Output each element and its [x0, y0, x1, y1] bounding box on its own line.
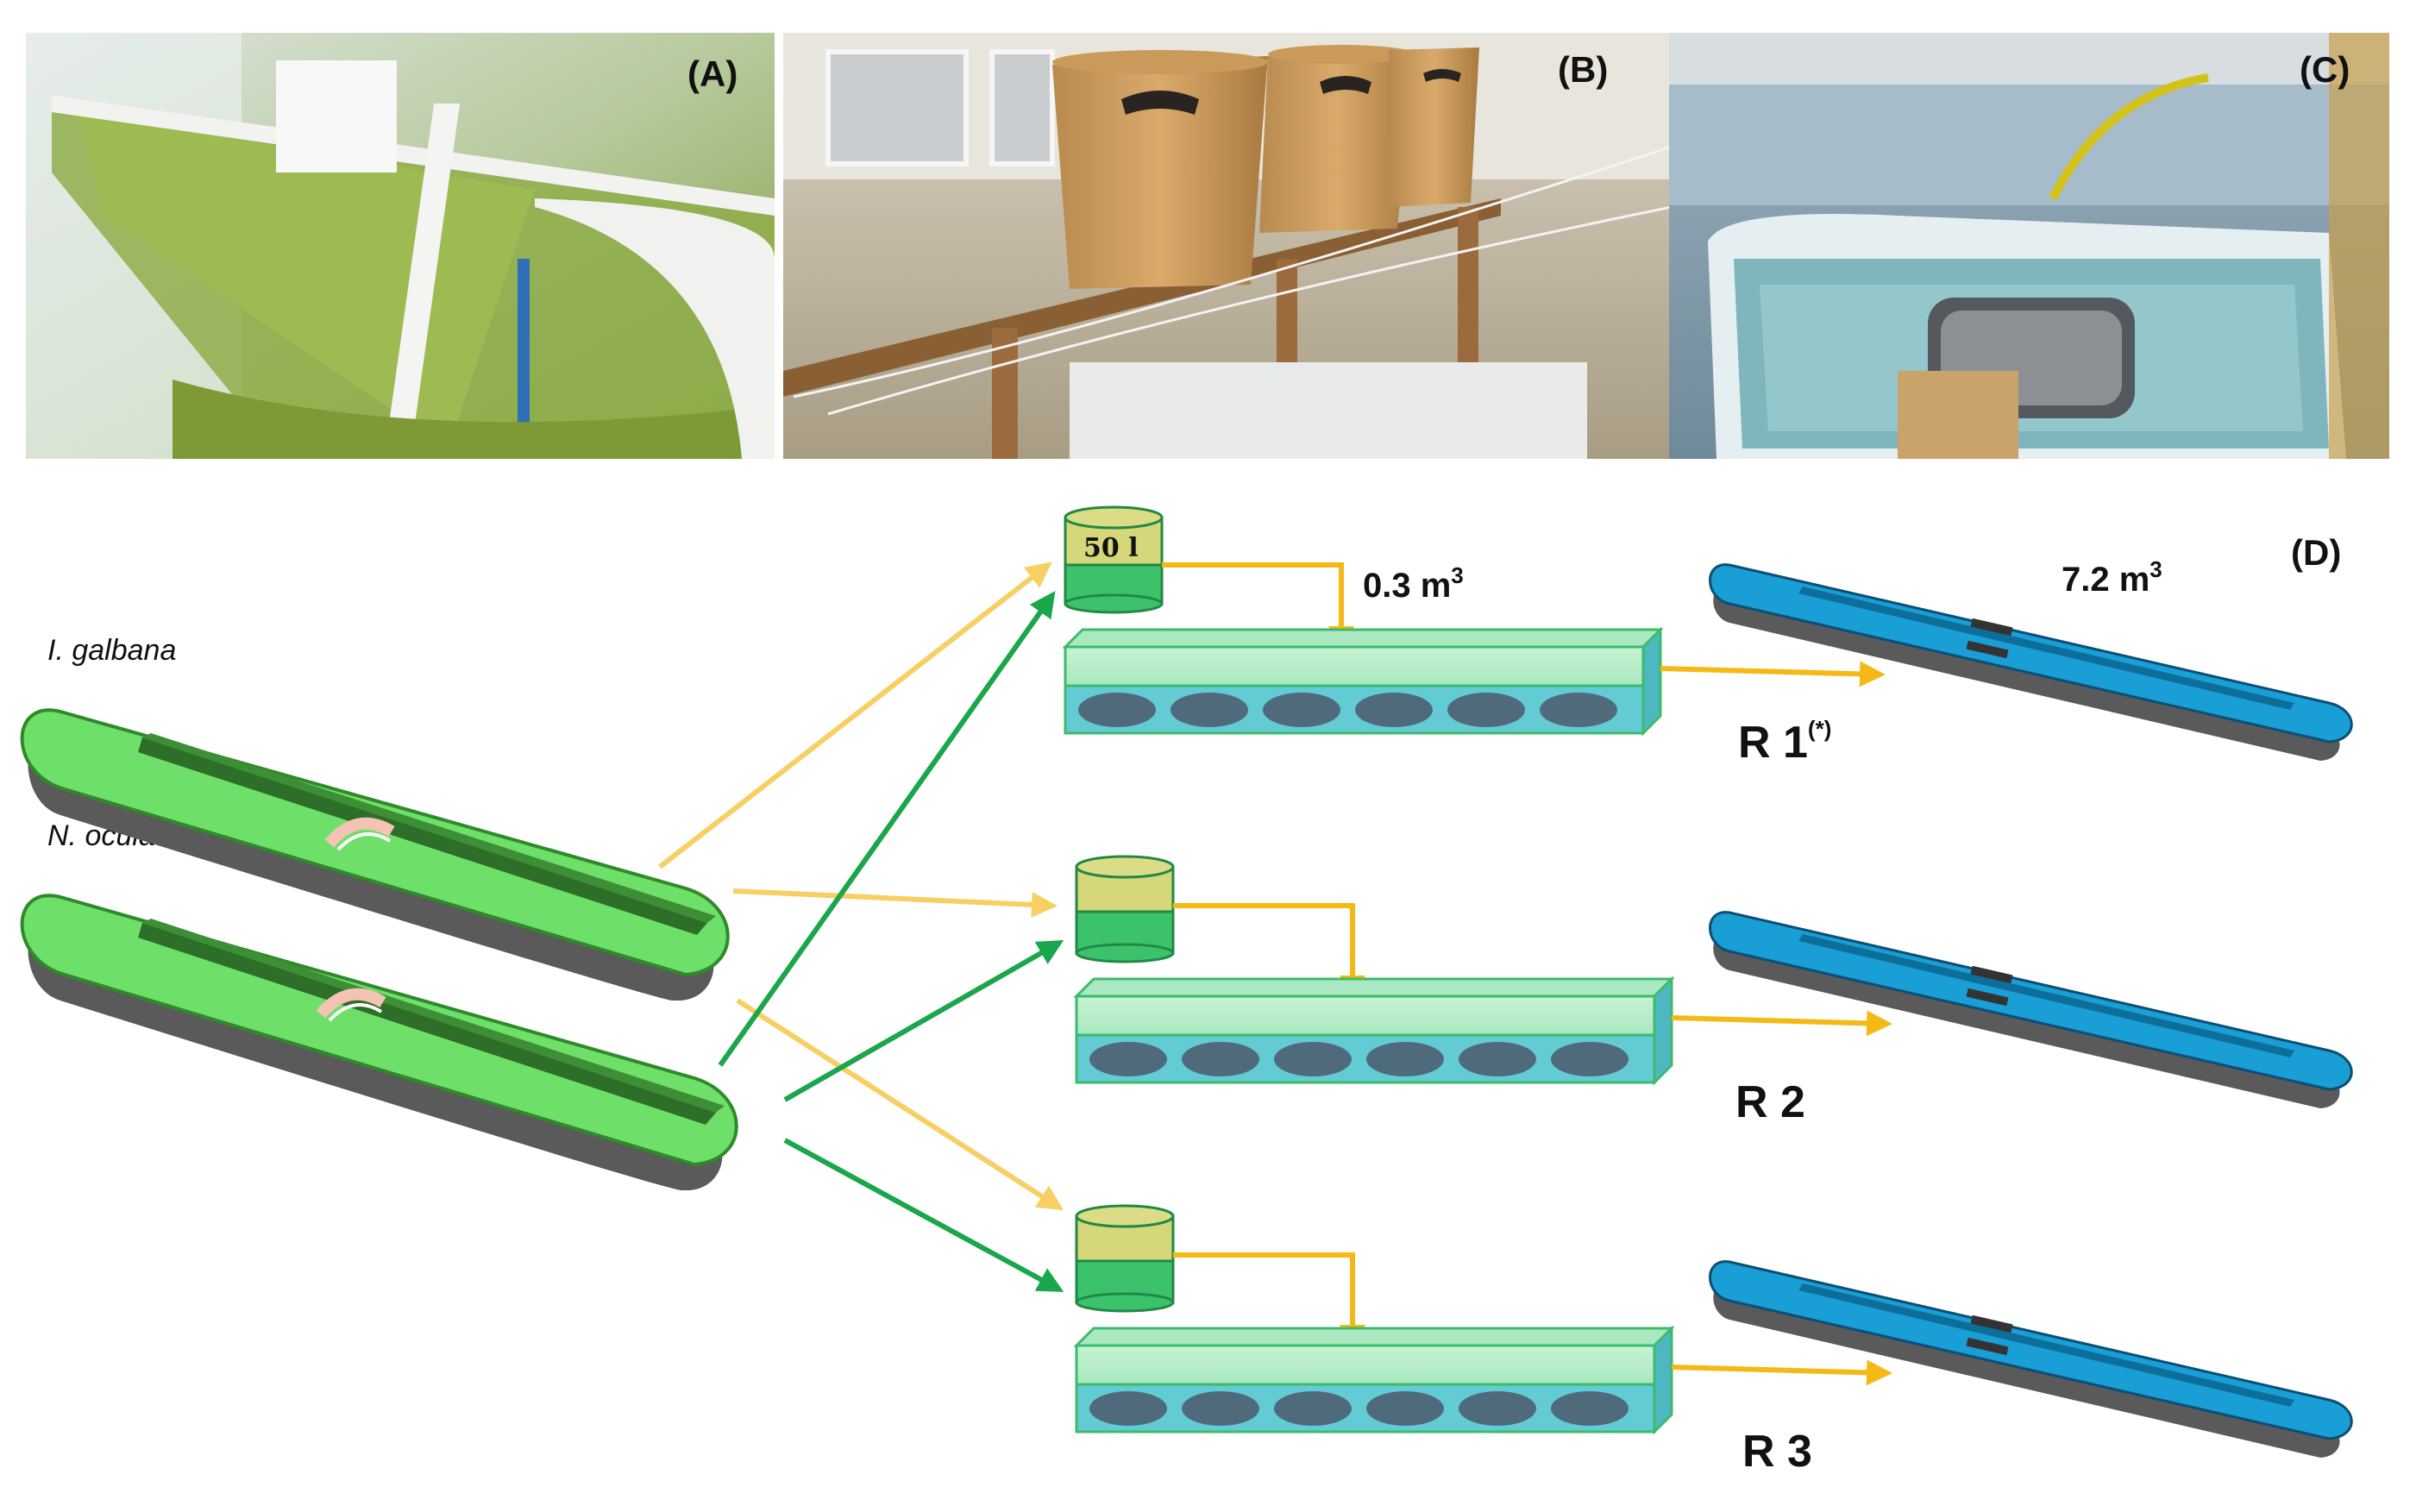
tank-volume-label: 0.3 m3 [1363, 562, 1464, 605]
photo-a-label: (A) [687, 53, 737, 94]
bucket-volume-label: 50 l [1083, 533, 1139, 563]
photo-c-label: (C) [2300, 49, 2350, 90]
raceway-volume-label: 7.2 m3 [2062, 556, 2162, 599]
row-label-r3: R 3 [1742, 1427, 1812, 1477]
clam-row-r3 [1089, 1391, 1629, 1426]
settling-tank-r2 [1073, 976, 1675, 1086]
algae-raceway-n-oculata [20, 894, 738, 1190]
bucket-r1: 50 l [1064, 505, 1164, 614]
clam-row-r1 [1078, 693, 1617, 727]
settling-tank-r3 [1073, 1325, 1675, 1435]
photo-b: (B) [783, 33, 1673, 459]
photo-c: (C) [1669, 33, 2389, 459]
bucket-r2 [1075, 855, 1175, 963]
culture-line-r3: R 3 [1073, 1204, 2353, 1477]
row-label-r2: R 2 [1735, 1077, 1805, 1127]
culture-line-r2: R 2 [1073, 855, 2353, 1127]
blue-raceway-r3 [1709, 1260, 2353, 1458]
blue-raceway-r2 [1709, 911, 2353, 1108]
panel-d-label: (D) [2291, 532, 2341, 573]
photo-a: (A) [26, 33, 775, 459]
algae-raceway-i-galbana [20, 708, 730, 1001]
bucket-r3 [1075, 1204, 1175, 1313]
settling-tank-r1 [1062, 626, 1664, 737]
clam-row-r2 [1089, 1042, 1629, 1076]
photo-b-label: (B) [1558, 49, 1608, 90]
flow-arrows-algae [658, 562, 1064, 1292]
culture-line-r1: 50 l 0.3 m3 R 1(*) 7.2 m3 [1062, 505, 2353, 768]
species-label-i-galbana: I. galbana [47, 634, 176, 667]
row-label-r1: R 1(*) [1738, 716, 1831, 768]
blue-raceway-r1 [1709, 563, 2353, 761]
